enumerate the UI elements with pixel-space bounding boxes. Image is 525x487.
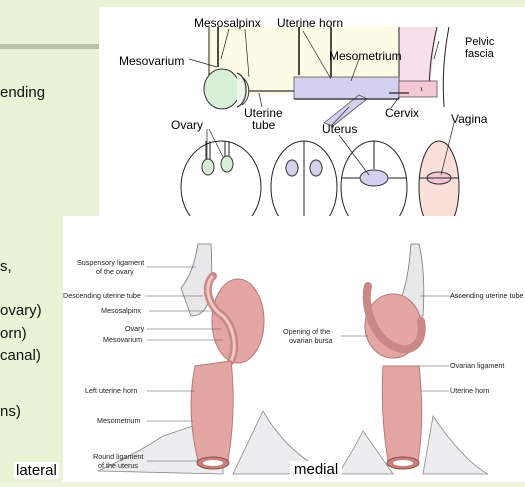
label-ovary: Ovary [171, 118, 203, 132]
slide-text-fragment: ending [0, 84, 46, 101]
label-mesovarium: Mesovarium [103, 335, 142, 344]
label-ovarian-ligament: Ovarian ligament [450, 361, 504, 370]
label-mesosalpinx: Mesosalpinx [101, 306, 141, 315]
label-pelvic-fascia-line1: Pelvic [465, 36, 495, 48]
label-opening-ovarian-bursa-line1: Opening of the [283, 327, 330, 336]
label-uterine-tube-line1: Uterine [244, 106, 283, 120]
label-opening-ovarian-bursa-line2: ovarian bursa [289, 336, 333, 345]
label-vagina: Vagina [451, 112, 488, 126]
slide-text-fragment: orn) [0, 325, 27, 342]
label-uterine-tube-line2: tube [252, 118, 276, 132]
label-mesosalpinx: Mesosalpinx [194, 16, 261, 30]
slide-text-fragment: ns) [0, 403, 21, 420]
label-suspensory-ligament-line1: Suspensory ligament [77, 258, 144, 267]
label-cervix: Cervix [385, 106, 419, 120]
slide-text-fragment: s, [0, 258, 12, 275]
caption-lateral: lateral [14, 462, 59, 479]
title-underline [0, 44, 110, 49]
label-round-ligament-line1: Round ligament [93, 452, 143, 461]
label-mesovarium: Mesovarium [119, 54, 184, 68]
label-uterus: Uterus [322, 122, 357, 136]
label-mesometrium: Mesometrium [97, 416, 141, 425]
slide-text-fragment: ovary) [0, 302, 42, 319]
label-ovary: Ovary [125, 324, 145, 333]
label-pelvic-fascia-line2: fascia [465, 48, 495, 60]
label-left-uterine-horn: Left uterine horn [85, 386, 137, 395]
label-uterine-horn: Uterine horn [277, 16, 343, 30]
label-descending-uterine-tube: Descending uterine tube [63, 291, 141, 300]
top-schematic-diagram: Mesosalpinx Uterine horn Mesovarium Meso… [99, 7, 525, 235]
slide-text-fragment: canal) [0, 347, 41, 364]
label-round-ligament-line2: of the uterus [98, 461, 138, 470]
caption-medial: medial [290, 461, 343, 478]
label-ascending-uterine-tube: Ascending uterine tube [450, 291, 524, 300]
label-uterine-horn: Uterine horn [450, 386, 490, 395]
label-suspensory-ligament-line2: of the ovary [96, 267, 134, 276]
bottom-anatomical-illustration: Suspensory ligament of the ovary Descend… [63, 216, 525, 482]
label-mesometrium: Mesometrium [329, 49, 402, 63]
